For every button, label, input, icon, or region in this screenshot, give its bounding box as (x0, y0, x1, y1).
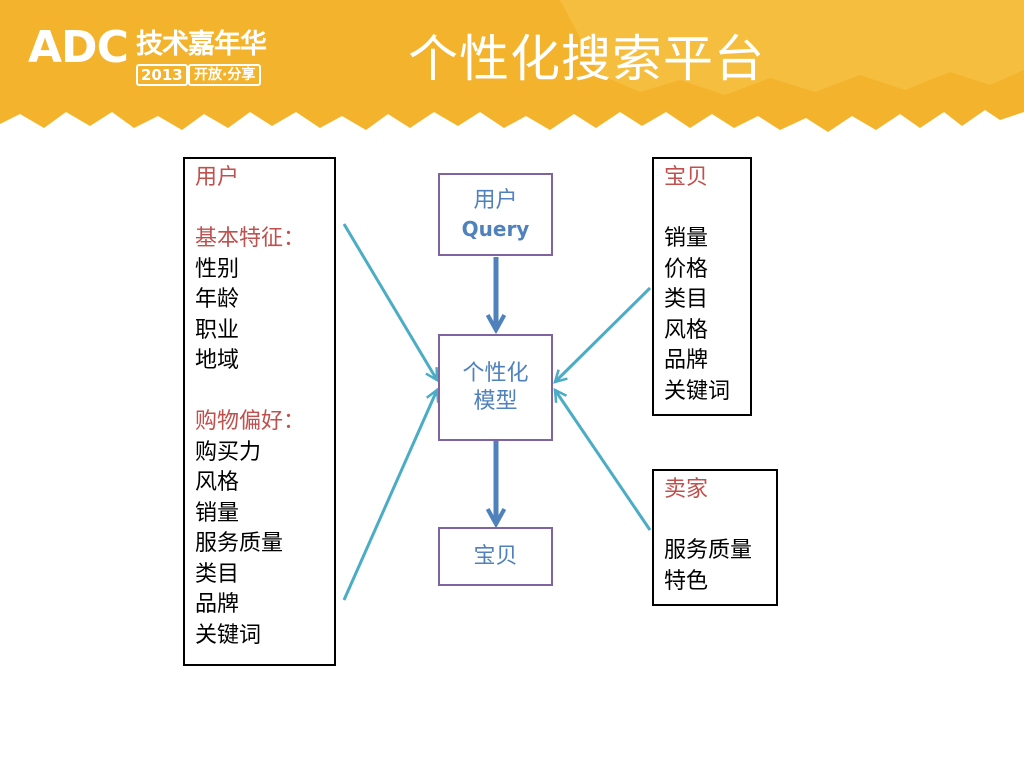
arrow-user-preferences-to-model (342, 390, 437, 601)
item-feature: 关键词 (664, 378, 731, 404)
spacer (195, 194, 324, 225)
slide-title: 个性化搜索平台 (408, 30, 765, 88)
user-features-panel: 用户 基本特征： 性别 年龄 职业 地域 购物偏好： 购买力 风格 销量 服务质… (183, 157, 336, 666)
user-query-node: 用户 Query (438, 173, 553, 256)
query-node-line2: Query (461, 216, 530, 241)
result-item-node: 宝贝 (438, 527, 553, 586)
item-feature: 品牌 (664, 348, 709, 373)
personalization-model-node: 个性化 模型 (438, 334, 553, 441)
shopping-preference-item: 类目 (195, 561, 240, 587)
shopping-preference-item: 风格 (195, 470, 240, 495)
item-features-panel: 宝贝 销量 价格 类目 风格 品牌 关键词 (652, 157, 752, 416)
model-node-line2: 模型 (473, 388, 518, 414)
user-panel-title: 用户 (195, 165, 240, 190)
spacer (195, 377, 324, 408)
item-feature: 价格 (664, 256, 709, 282)
arrow-user-features-to-model (342, 223, 437, 380)
item-panel-title: 宝贝 (664, 165, 709, 190)
seller-feature: 特色 (664, 568, 709, 594)
shopping-preference-item: 销量 (195, 500, 240, 526)
query-node-line1: 用户 (473, 187, 518, 213)
logo-slogan: 开放·分享 (188, 64, 262, 86)
shopping-preference-label: 购物偏好： (195, 409, 306, 434)
user-feature-item: 性别 (195, 256, 240, 282)
arrow-item-to-model (555, 286, 652, 382)
logo-adc-text: ADC (28, 22, 129, 73)
user-feature-item: 地域 (195, 348, 240, 373)
basic-features-label: 基本特征： (195, 226, 306, 251)
result-node-label: 宝贝 (473, 543, 518, 569)
logo-tagline: 技术嘉年华 (136, 29, 267, 60)
item-feature: 类目 (664, 287, 709, 312)
logo-year: 2013 (136, 64, 188, 86)
item-feature: 风格 (664, 317, 709, 343)
adc-logo: ADC 技术嘉年华 2013 开放·分享 (28, 26, 278, 96)
seller-features-panel: 卖家 服务质量 特色 (652, 469, 778, 606)
model-node-line1: 个性化 (462, 360, 529, 386)
shopping-preference-item: 购买力 (195, 439, 262, 465)
user-feature-item: 职业 (195, 317, 240, 343)
arrow-seller-to-model (555, 390, 652, 531)
shopping-preference-item: 品牌 (195, 592, 240, 617)
shopping-preference-item: 服务质量 (195, 531, 284, 556)
item-feature: 销量 (664, 226, 709, 251)
seller-panel-title: 卖家 (664, 477, 709, 502)
shopping-preference-item: 关键词 (195, 622, 262, 648)
spacer (664, 506, 766, 537)
user-feature-item: 年龄 (195, 287, 240, 312)
spacer (664, 194, 740, 225)
header-banner (0, 0, 1024, 132)
seller-feature: 服务质量 (664, 538, 753, 563)
